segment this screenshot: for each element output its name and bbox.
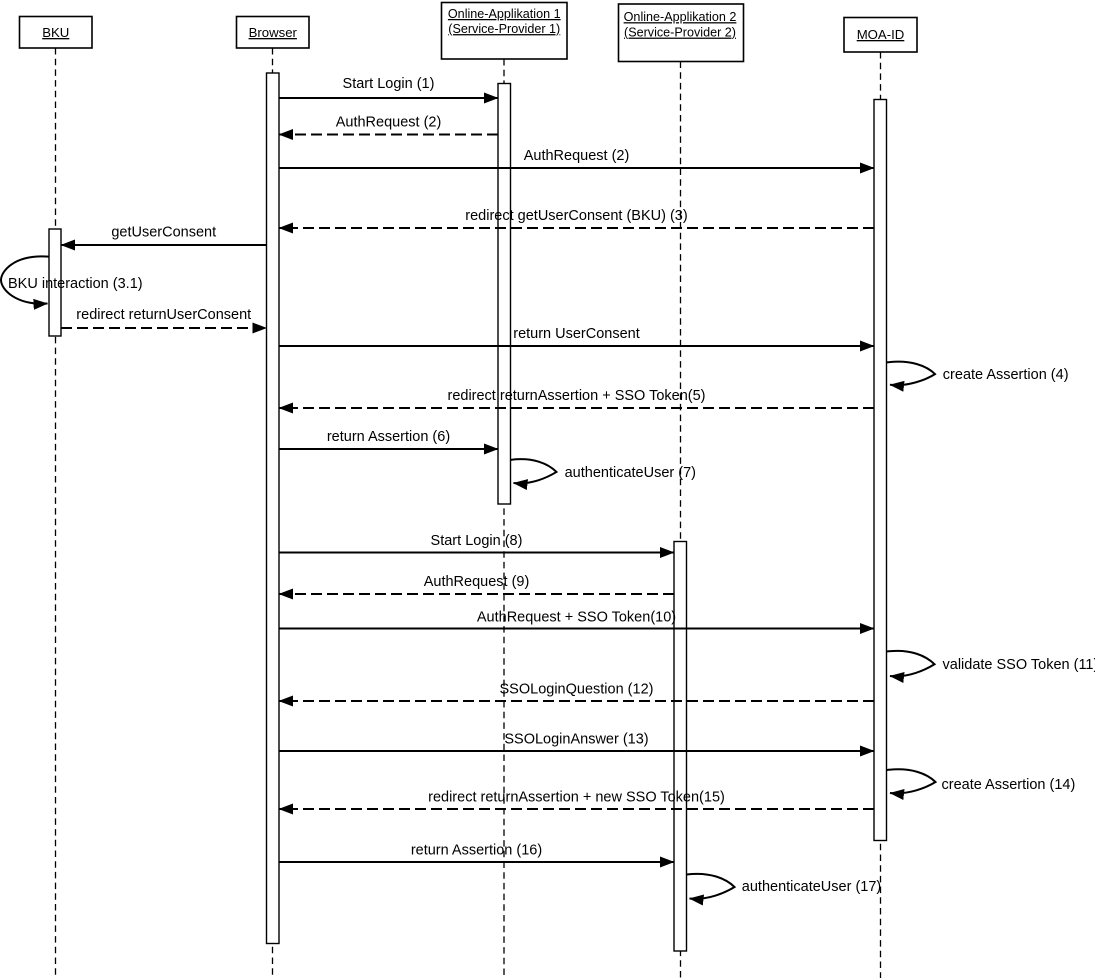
svg-text:Browser: Browser — [249, 25, 298, 40]
svg-text:Online-Applikation 2: Online-Applikation 2 — [624, 10, 737, 24]
svg-text:AuthRequest (2): AuthRequest (2) — [524, 148, 630, 164]
svg-text:SSOLoginAnswer (13): SSOLoginAnswer (13) — [504, 732, 648, 748]
svg-text:redirect returnAssertion + new: redirect returnAssertion + new SSO Token… — [428, 790, 725, 806]
svg-text:return Assertion (6): return Assertion (6) — [327, 429, 450, 445]
svg-text:(Service-Provider 1): (Service-Provider 1) — [448, 22, 560, 36]
svg-text:return Assertion (16): return Assertion (16) — [411, 843, 542, 859]
svg-text:AuthRequest + SSO Token(10): AuthRequest + SSO Token(10) — [477, 610, 676, 626]
svg-text:Start Login (8): Start Login (8) — [431, 533, 523, 549]
svg-text:SSOLoginQuestion (12): SSOLoginQuestion (12) — [500, 682, 654, 698]
svg-text:BKU interaction (3.1): BKU interaction (3.1) — [8, 276, 143, 292]
svg-text:Start Login (1): Start Login (1) — [343, 76, 435, 92]
svg-text:authenticateUser (7): authenticateUser (7) — [565, 465, 696, 481]
svg-text:create Assertion (4): create Assertion (4) — [943, 367, 1069, 383]
svg-text:Online-Applikation 1: Online-Applikation 1 — [448, 7, 561, 21]
svg-text:AuthRequest (9): AuthRequest (9) — [424, 574, 530, 590]
svg-text:validate SSO Token (11): validate SSO Token (11) — [943, 657, 1095, 673]
svg-text:BKU: BKU — [42, 25, 69, 40]
svg-text:redirect returnUserConsent: redirect returnUserConsent — [76, 307, 251, 323]
svg-text:AuthRequest (2): AuthRequest (2) — [336, 115, 442, 131]
svg-text:getUserConsent: getUserConsent — [111, 225, 216, 241]
svg-text:(Service-Provider 2): (Service-Provider 2) — [624, 26, 736, 40]
svg-text:redirect returnAssertion + SSO: redirect returnAssertion + SSO Token(5) — [447, 388, 705, 404]
svg-text:MOA-ID: MOA-ID — [857, 27, 905, 42]
svg-text:create Assertion (14): create Assertion (14) — [942, 777, 1076, 793]
svg-text:authenticateUser (17): authenticateUser (17) — [742, 879, 881, 895]
svg-text:redirect getUserConsent (BKU): redirect getUserConsent (BKU) (3) — [465, 208, 687, 224]
svg-text:return UserConsent: return UserConsent — [513, 326, 640, 342]
